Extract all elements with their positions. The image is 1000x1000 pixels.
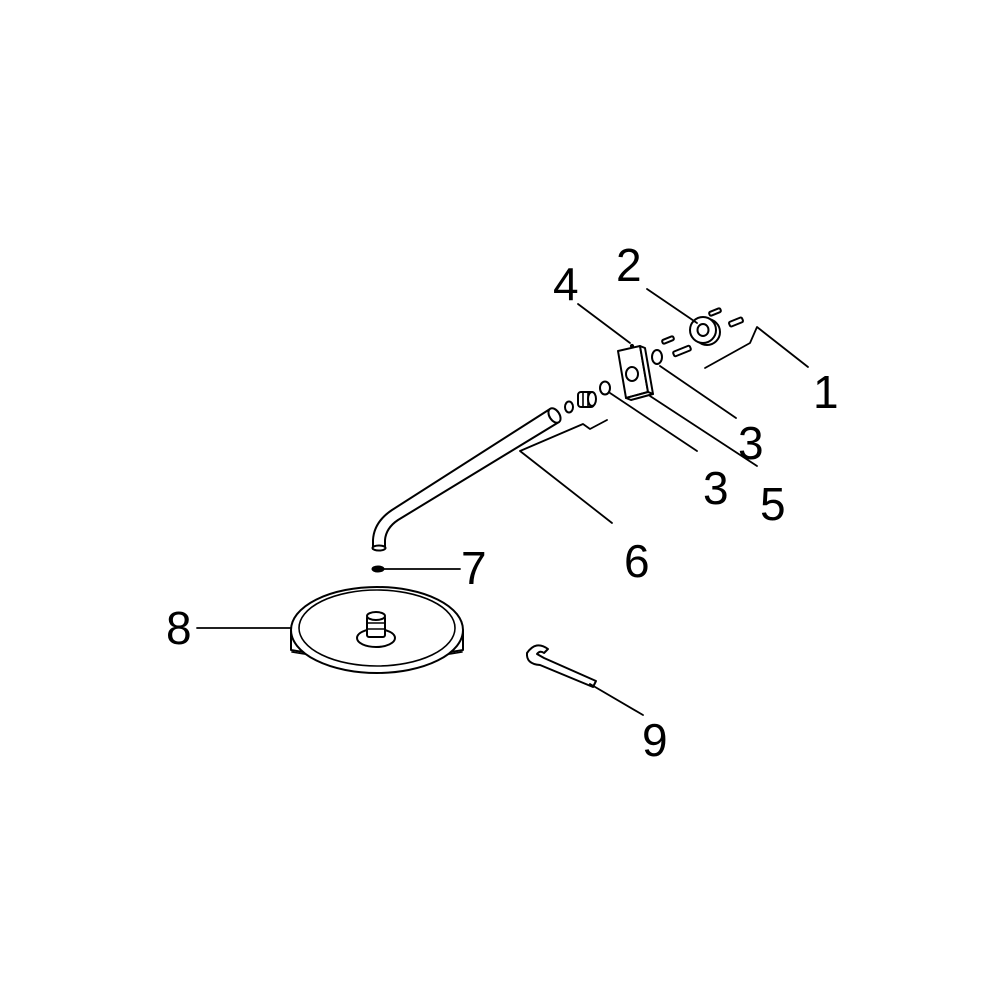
callout-labels: 1 2 3 3 4 5 6 7 8 9	[166, 239, 839, 766]
callout-3-lower: 3	[703, 462, 729, 514]
part-6-shower-arm	[371, 407, 562, 552]
threaded-nipple	[577, 391, 597, 408]
part-1-screws	[661, 307, 744, 358]
callout-6: 6	[624, 535, 650, 587]
leader-6	[519, 419, 613, 524]
part-5-mounting-plate	[617, 345, 654, 401]
callout-9: 9	[642, 714, 668, 766]
callout-5: 5	[760, 478, 786, 530]
leader-4	[577, 303, 631, 344]
part-9-wrench	[525, 644, 597, 688]
leader-5	[649, 395, 758, 467]
callout-2: 2	[616, 239, 642, 291]
callout-1: 1	[813, 366, 839, 418]
callout-7: 7	[461, 542, 487, 594]
part-3-o-ring-upper	[651, 349, 663, 365]
callout-8: 8	[166, 602, 192, 654]
part-3-o-ring-lower	[599, 380, 611, 396]
callout-3-upper: 3	[738, 417, 764, 469]
small-o-ring	[564, 400, 574, 414]
leader-lines	[196, 288, 809, 716]
leader-3b	[609, 392, 698, 452]
leader-2	[646, 288, 698, 324]
leader-9	[589, 683, 644, 716]
leader-3a	[659, 365, 737, 419]
callout-4: 4	[553, 258, 579, 310]
part-4-small-screw	[629, 343, 635, 349]
leader-1	[704, 326, 809, 369]
part-8-shower-head	[290, 586, 464, 674]
